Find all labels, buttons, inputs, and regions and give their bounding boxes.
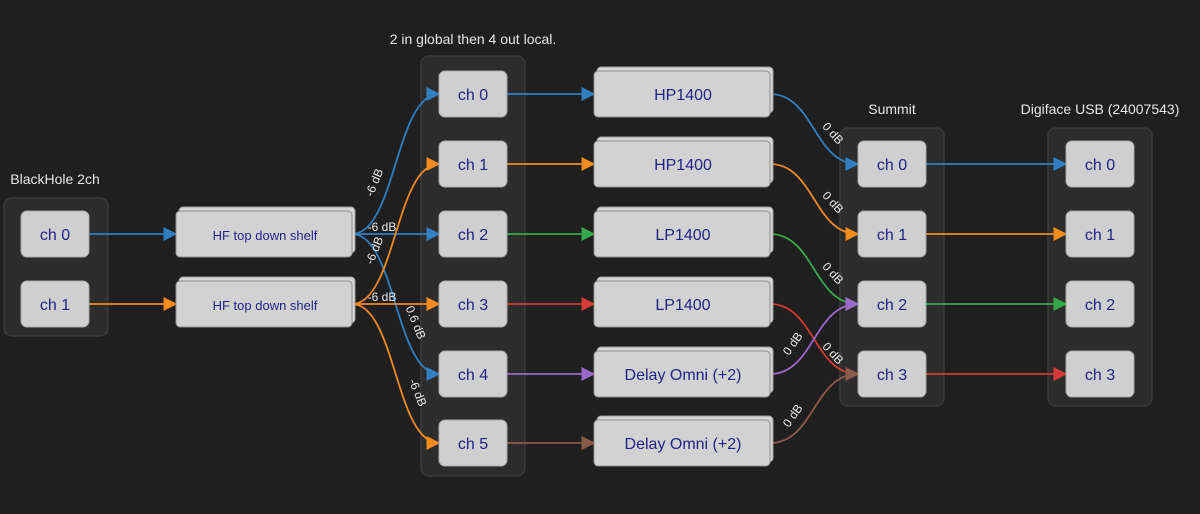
summit-ch0[interactable]: ch 0: [857, 140, 927, 188]
edge-shelf0-ch0: [351, 87, 441, 235]
filter-node-1-label: HP1400: [654, 157, 712, 174]
filter-node-5[interactable]: Delay Omni (+2): [593, 415, 774, 467]
digiface-ch2-label: ch 2: [1085, 297, 1115, 314]
shelf-node-0[interactable]: HF top down shelf: [175, 206, 356, 258]
edge-label-delay0_summit2: 0 dB: [780, 330, 806, 358]
digiface-ch3-label: ch 3: [1085, 367, 1115, 384]
edge-delay1-summit3: [769, 367, 860, 444]
digiface-ch0-label: ch 0: [1085, 157, 1115, 174]
digiface-ch2[interactable]: ch 2: [1065, 280, 1135, 328]
filter-node-4[interactable]: Delay Omni (+2): [593, 346, 774, 398]
shelf-node-1-label: HF top down shelf: [213, 298, 318, 313]
edge-shelf1-ch1: [351, 157, 441, 305]
edge-label-shelf1_ch3: -6 dB: [368, 290, 397, 304]
digiface-ch1[interactable]: ch 1: [1065, 210, 1135, 258]
global-local-ch4-label: ch 4: [458, 367, 488, 384]
global-local-ch3[interactable]: ch 3: [438, 280, 508, 328]
global-local-ch3-label: ch 3: [458, 297, 488, 314]
global-local-ch1[interactable]: ch 1: [438, 140, 508, 188]
cluster-title-global-local: 2 in global then 4 out local.: [390, 31, 557, 47]
filter-node-4-label: Delay Omni (+2): [625, 367, 742, 384]
filter-node-3[interactable]: LP1400: [593, 276, 774, 328]
global-local-ch5-label: ch 5: [458, 436, 488, 453]
summit-ch3-label: ch 3: [877, 367, 907, 384]
digiface-ch1-label: ch 1: [1085, 227, 1115, 244]
edge-lp0-summit2: [769, 233, 860, 311]
filter-node-1[interactable]: HP1400: [593, 136, 774, 188]
filter-node-2-label: LP1400: [655, 227, 710, 244]
global-local-ch2-label: ch 2: [458, 227, 488, 244]
summit-ch1-label: ch 1: [877, 227, 907, 244]
filter-node-3-label: LP1400: [655, 297, 710, 314]
blackhole-ch0[interactable]: ch 0: [20, 210, 90, 258]
cluster-title-blackhole: BlackHole 2ch: [10, 171, 100, 187]
summit-ch1[interactable]: ch 1: [857, 210, 927, 258]
cluster-title-digiface: Digiface USB (24007543): [1021, 101, 1180, 117]
digiface-ch0[interactable]: ch 0: [1065, 140, 1135, 188]
cluster-title-summit: Summit: [868, 101, 916, 117]
global-local-ch5[interactable]: ch 5: [438, 419, 508, 467]
cluster-summit: [839, 127, 945, 407]
edges: [89, 87, 1068, 450]
global-local-ch1-label: ch 1: [458, 157, 488, 174]
blackhole-ch0-label: ch 0: [40, 227, 70, 244]
edge-label-shelf0_ch2: -6 dB: [368, 220, 397, 234]
edge-hp0-summit0: [769, 93, 860, 171]
filter-node-2[interactable]: LP1400: [593, 206, 774, 258]
shelf-node-0-label: HF top down shelf: [213, 228, 318, 243]
cluster-global-local: [420, 55, 526, 477]
summit-ch2-label: ch 2: [877, 297, 907, 314]
blackhole-ch1-label: ch 1: [40, 297, 70, 314]
global-local-ch0-label: ch 0: [458, 87, 488, 104]
blackhole-ch1[interactable]: ch 1: [20, 280, 90, 328]
global-local-ch4[interactable]: ch 4: [438, 350, 508, 398]
global-local-ch0[interactable]: ch 0: [438, 70, 508, 118]
filter-node-5-label: Delay Omni (+2): [625, 436, 742, 453]
edge-hp1-summit1: [769, 163, 860, 241]
global-local-ch2[interactable]: ch 2: [438, 210, 508, 258]
summit-ch3[interactable]: ch 3: [857, 350, 927, 398]
shelf-node-1[interactable]: HF top down shelf: [175, 276, 356, 328]
cluster-digiface: [1047, 127, 1153, 407]
filter-node-0-label: HP1400: [654, 87, 712, 104]
summit-ch2[interactable]: ch 2: [857, 280, 927, 328]
edge-shelf1-ch5: [351, 303, 441, 450]
filter-node-0[interactable]: HP1400: [593, 66, 774, 118]
digiface-ch3[interactable]: ch 3: [1065, 350, 1135, 398]
edge-label-shelf0_ch1: -6 dB: [362, 167, 386, 199]
nodes: ch 0 ch 1 ch 0 ch 1 ch 2 ch 3 ch 4 ch 5 ch 0 ch 1…: [20, 66, 1135, 467]
summit-ch0-label: ch 0: [877, 157, 907, 174]
edge-delay0-summit2: [769, 297, 860, 375]
